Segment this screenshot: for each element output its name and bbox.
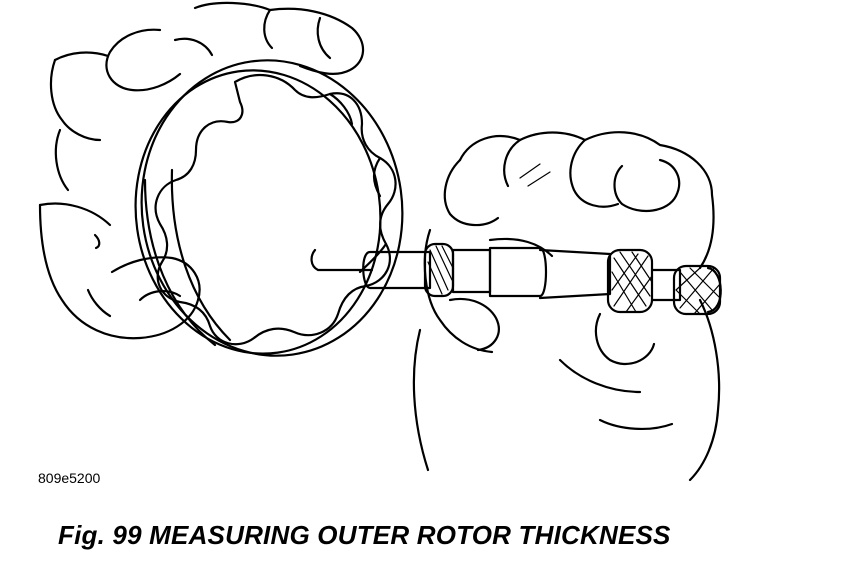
micrometer	[310, 242, 722, 316]
outer-rotor	[134, 59, 404, 357]
right-hand	[412, 131, 721, 482]
left-hand-thumb	[38, 202, 201, 340]
drawing-code: 809e5200	[38, 470, 101, 486]
illustration-measuring-outer-rotor	[38, 1, 722, 482]
left-hand-top-fingers	[49, 1, 365, 192]
figure-caption: Fig. 99 MEASURING OUTER ROTOR THICKNESS	[58, 520, 671, 550]
